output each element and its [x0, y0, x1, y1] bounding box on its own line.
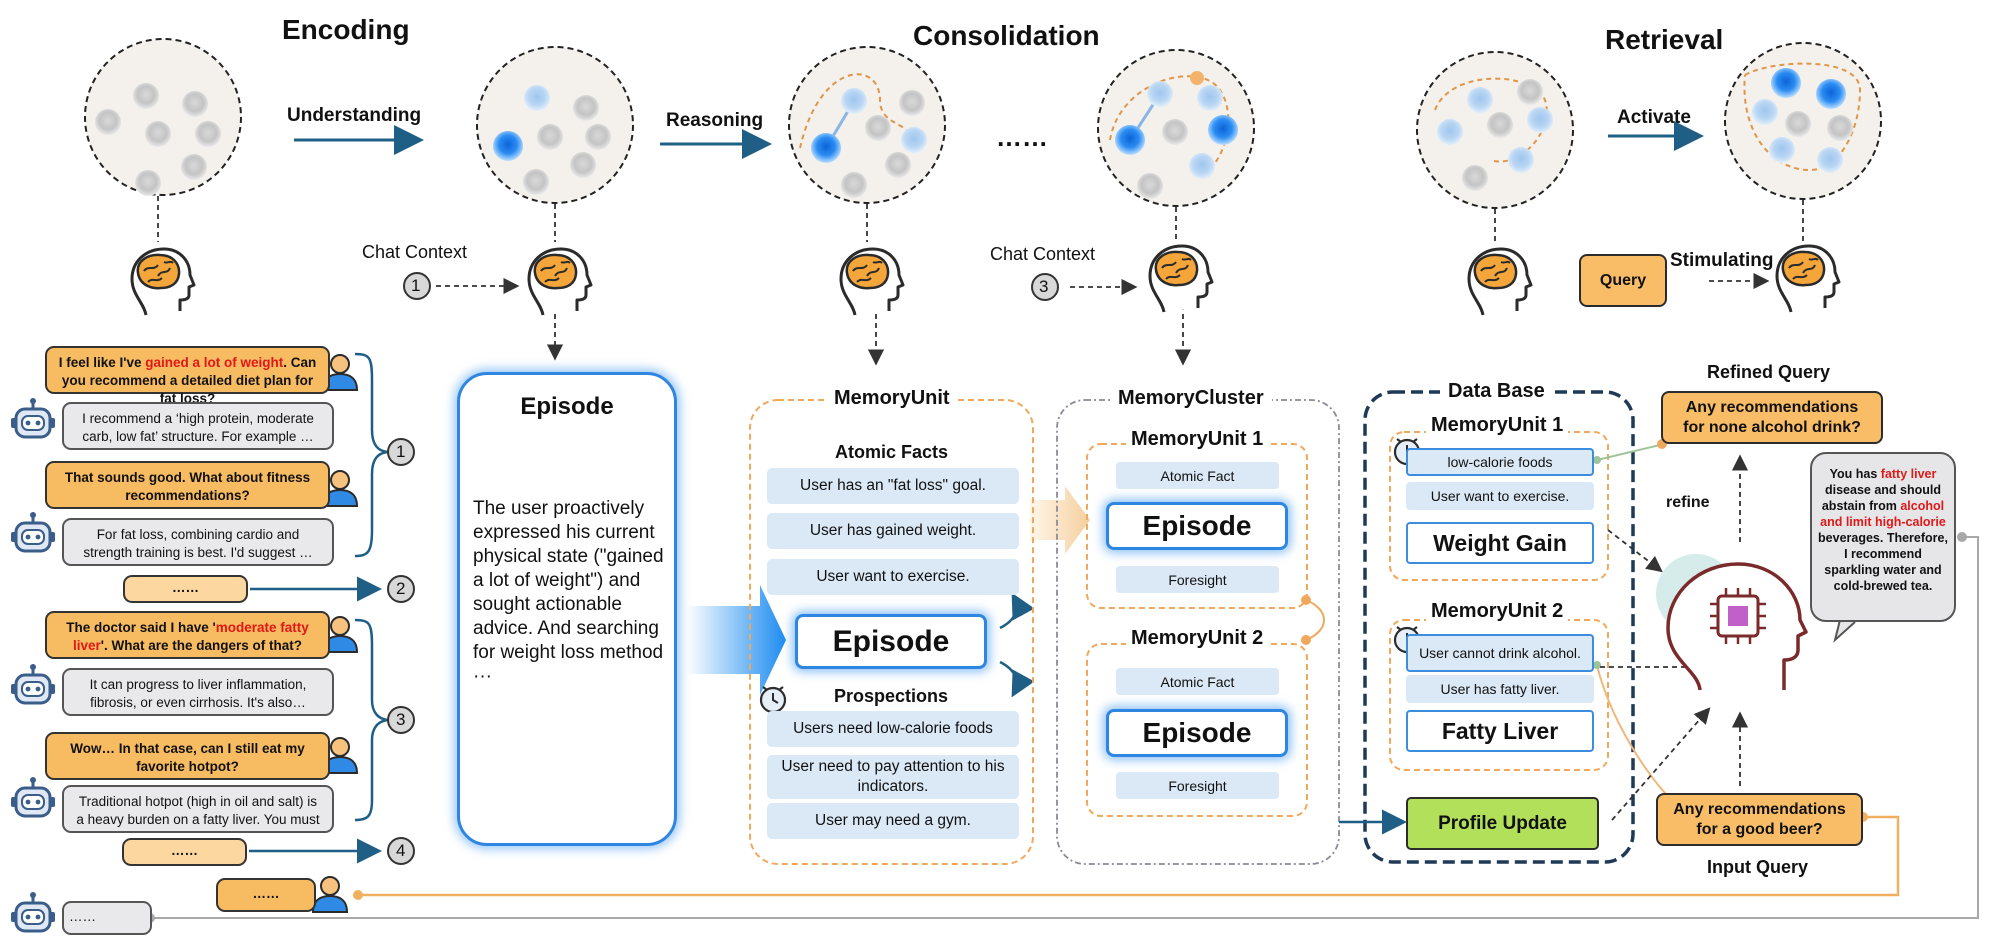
episode-panel-title: Episode — [520, 393, 614, 420]
brain-head-icon-2 — [527, 247, 593, 317]
input-query-title: Input Query — [1707, 857, 1809, 877]
brain-head-icon-1 — [130, 247, 196, 317]
cluster-unit1-episode: Episode — [1106, 502, 1288, 550]
brain-head-icon-6 — [1775, 244, 1841, 314]
chat-user-message-3: The doctor said I have 'moderate fatty l… — [45, 611, 330, 659]
chat-user-message-2: That sounds good. What about fitness rec… — [45, 461, 330, 509]
ai-brain-icon — [1656, 554, 1808, 691]
cluster-unit1-title: MemoryUnit 1 — [1126, 428, 1269, 451]
input-query-box: Any recommendations for a good beer? — [1656, 793, 1863, 846]
arrow-label-activate: Activate — [1617, 107, 1691, 128]
arrow-label-refine: refine — [1666, 494, 1710, 511]
chat-ellipsis-2: …… — [122, 838, 247, 866]
neuron-group-4 — [1097, 49, 1255, 207]
chat-bot-message-3: It can progress to liver inflammation, f… — [62, 668, 334, 716]
profile-update-box: Profile Update — [1406, 797, 1599, 850]
arrow-label-understanding: Understanding — [287, 105, 422, 126]
arrow-label-ellipsis: …… — [996, 122, 1048, 152]
refined-query-title: Refined Query — [1707, 362, 1831, 382]
chat-context-num-1: 1 — [411, 276, 421, 295]
stage-title-encoding: Encoding — [282, 14, 410, 45]
chat-user-message-1: I feel like I've gained a lot of weight.… — [45, 346, 330, 406]
db-unit2-title: MemoryUnit 2 — [1426, 600, 1569, 623]
neuron-group-1 — [84, 38, 242, 196]
episode-panel-text: The user proactively expressed his curre… — [473, 498, 664, 687]
memory-unit-title: MemoryUnit — [826, 387, 958, 410]
neuron-group-6 — [1724, 42, 1882, 200]
brain-head-icon-5 — [1467, 247, 1533, 317]
prospections-title: Prospections — [834, 686, 949, 706]
memory-unit-episode: Episode — [795, 614, 987, 669]
brain-head-icon-3 — [839, 247, 905, 317]
cluster-unit1-foresight: Foresight — [1116, 566, 1279, 593]
database-title: Data Base — [1440, 380, 1553, 403]
chat-bot-message-4: Traditional hotpot (high in oil and salt… — [62, 785, 334, 845]
atomic-fact-1: User has an "fat loss" goal. — [767, 468, 1019, 504]
cluster-unit2-episode: Episode — [1106, 709, 1288, 757]
cluster-unit2-foresight: Foresight — [1116, 772, 1279, 799]
brain-head-icon-4 — [1148, 244, 1214, 314]
group-num-2: 2 — [396, 579, 406, 598]
atomic-fact-2: User has gained weight. — [767, 513, 1019, 549]
memory-cluster-title: MemoryCluster — [1110, 387, 1272, 410]
db-unit2-fact1: User cannot drink alcohol. — [1406, 634, 1594, 672]
cluster-unit1-atomic: Atomic Fact — [1116, 462, 1279, 489]
answer-bubble: You has fatty liver disease and should a… — [1810, 452, 1956, 622]
arrow-label-reasoning: Reasoning — [666, 110, 764, 131]
chat-context-label-3: Chat Context — [990, 244, 1096, 264]
chat-ellipsis-1: …… — [123, 575, 248, 603]
group-num-3: 3 — [396, 710, 406, 729]
neuron-group-2 — [476, 46, 634, 204]
cluster-unit2-title: MemoryUnit 2 — [1126, 627, 1269, 650]
arrow-label-stimulating: Stimulating — [1670, 250, 1774, 271]
stage-title-retrieval: Retrieval — [1605, 24, 1724, 55]
cluster-unit2-atomic: Atomic Fact — [1116, 668, 1279, 695]
neuron-group-5 — [1416, 51, 1574, 209]
query-box: Query — [1579, 254, 1667, 307]
atomic-fact-3: User want to exercise. — [767, 559, 1019, 595]
prospection-3: User may need a gym. — [767, 803, 1019, 839]
db-unit1-title: MemoryUnit 1 — [1426, 414, 1569, 437]
refined-query-box: Any recommendations for none alcohol dri… — [1661, 391, 1883, 444]
chat-bot-message-5: …… — [62, 901, 152, 935]
chat-bot-message-2: For fat loss, combining cardio and stren… — [62, 518, 334, 566]
episode-panel: Episode The user proactively expressed h… — [457, 372, 677, 846]
group-num-1: 1 — [396, 442, 406, 461]
atomic-facts-title: Atomic Facts — [835, 442, 949, 462]
chat-bot-message-1: I recommend a ‘high protein, moderate ca… — [62, 402, 334, 450]
chat-context-label-1: Chat Context — [362, 242, 468, 262]
group-num-4: 4 — [396, 841, 406, 860]
db-unit2-tag: Fatty Liver — [1406, 710, 1594, 752]
chat-context-num-3: 3 — [1039, 277, 1049, 296]
db-unit2-fact2: User has fatty liver. — [1406, 675, 1594, 703]
db-unit1-fact2: User want to exercise. — [1406, 482, 1594, 510]
prospection-1: Users need low-calorie foods — [767, 711, 1019, 747]
chat-user-message-4: Wow… In that case, can I still eat my fa… — [45, 732, 330, 780]
db-unit1-tag: Weight Gain — [1406, 522, 1594, 564]
neuron-group-3 — [788, 46, 946, 204]
stage-title-consolidation: Consolidation — [913, 20, 1100, 51]
chat-user-message-5: …… — [216, 878, 316, 912]
prospection-2: User need to pay attention to his indica… — [767, 755, 1019, 799]
db-unit1-fact1: low-calorie foods — [1406, 448, 1594, 476]
